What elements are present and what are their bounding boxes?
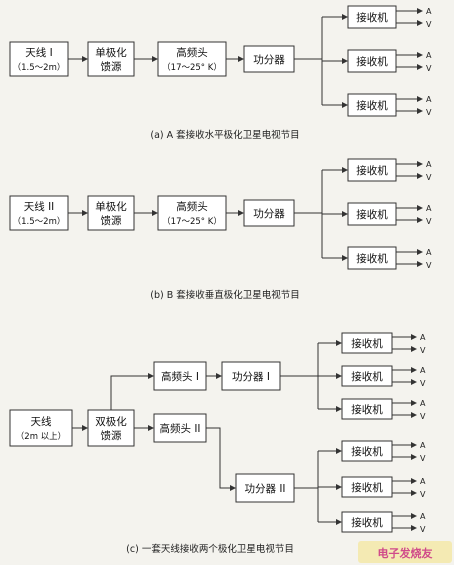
receiver-c-6: 接收机 A V <box>341 511 426 534</box>
output-a-2-v: V <box>426 64 432 73</box>
splitter1-label: 功分器 I <box>232 371 270 383</box>
receiver-b-1: 接收机 A V <box>347 158 432 182</box>
receiver-c-1: 接收机 A V <box>341 332 426 355</box>
output-a-3-v: V <box>426 108 432 117</box>
receiver-c-5-label: 接收机 <box>351 481 383 494</box>
output-c-4-a: A <box>420 441 426 450</box>
watermark-text: 电子发烧友 <box>378 546 433 560</box>
output-c-6-v: V <box>420 525 426 534</box>
feed-b-label1: 单极化 <box>95 200 127 213</box>
feed-b-box <box>87 195 135 231</box>
receiver-c-4-label: 接收机 <box>351 445 383 458</box>
splitter-b-box <box>243 199 295 227</box>
output-c-1-a: A <box>420 333 426 342</box>
splitter-b-label: 功分器 <box>253 208 285 220</box>
lnb-a-temp: （17～25° K） <box>162 62 222 73</box>
diagram-a: 天线 I （1.5～2m） 单极化 馈源 高频头 （17～25° K） 功分器 … <box>9 5 432 141</box>
lnb-a-box <box>157 41 227 77</box>
output-a-3-a: A <box>426 95 432 104</box>
antenna-c-label: 天线 <box>31 415 52 428</box>
splitter2-label: 功分器 II <box>244 483 285 495</box>
receiver-c-1-label: 接收机 <box>351 337 383 350</box>
output-c-5-a: A <box>420 477 426 486</box>
lnb2-label: 高频头 II <box>159 422 200 435</box>
splitter-a-label: 功分器 <box>253 54 285 66</box>
output-b-3-a: A <box>426 248 432 257</box>
feed-a-label2: 馈源 <box>101 60 122 73</box>
output-b-1-v: V <box>426 173 432 182</box>
output-b-3-v: V <box>426 261 432 270</box>
output-a-1-a: A <box>426 7 432 16</box>
lnb1-label: 高频头 I <box>161 370 199 383</box>
caption-b: (b) B 套接收垂直极化卫星电视节目 <box>150 289 300 301</box>
receiver-c-2-label: 接收机 <box>351 370 383 383</box>
watermark-logo: 电子发烧友 <box>358 541 452 563</box>
antenna-b-box <box>9 195 69 231</box>
receiver-a-1: 接收机 A V <box>347 5 432 29</box>
lnb-a-label: 高频头 <box>176 46 208 59</box>
caption-a: (a) A 套接收水平极化卫星电视节目 <box>150 129 299 141</box>
receiver-b-2-label: 接收机 <box>356 208 388 221</box>
output-c-2-a: A <box>420 366 426 375</box>
receiver-c-5: 接收机 A V <box>341 476 426 499</box>
feed-a-label1: 单极化 <box>95 46 127 59</box>
lnb-b-label: 高频头 <box>176 200 208 213</box>
lnb-b-box <box>157 195 227 231</box>
antenna-a-label: 天线 I <box>25 46 52 59</box>
output-c-3-v: V <box>420 412 426 421</box>
output-c-4-v: V <box>420 454 426 463</box>
lnb-b-temp: （17～25° K） <box>162 216 222 227</box>
receiver-a-2-label: 接收机 <box>356 55 388 68</box>
feed-a-box <box>87 41 135 77</box>
receiver-b-2: 接收机 A V <box>347 202 432 226</box>
feed-c-label2: 馈源 <box>101 429 122 442</box>
diagram-c: 天线 （2m 以上） 双极化 馈源 高频头 I 高频头 II 功分器 I 功分器… <box>9 332 426 555</box>
antenna-a-box <box>9 41 69 77</box>
receiver-c-2: 接收机 A V <box>341 365 426 388</box>
receiver-b-3: 接收机 A V <box>347 246 432 270</box>
antenna-b-size: （1.5～2m） <box>13 216 66 227</box>
lnb2-box <box>153 413 207 443</box>
feed-b-label2: 馈源 <box>101 214 122 227</box>
antenna-b-label: 天线 II <box>24 200 55 213</box>
receiver-b-3-label: 接收机 <box>356 252 388 265</box>
output-c-5-v: V <box>420 490 426 499</box>
antenna-a-size: （1.5～2m） <box>13 62 66 73</box>
receiver-c-4: 接收机 A V <box>341 440 426 463</box>
output-c-2-v: V <box>420 379 426 388</box>
antenna-c-size: （2m 以上） <box>16 431 66 442</box>
receiver-b-1-label: 接收机 <box>356 164 388 177</box>
receiver-a-2: 接收机 A V <box>347 49 432 73</box>
feed-c-label1: 双极化 <box>95 415 127 428</box>
caption-c: (c) 一套天线接收两个极化卫星电视节目 <box>126 543 294 555</box>
diagram-b: 天线 II （1.5～2m） 单极化 馈源 高频头 （17～25° K） 功分器… <box>9 158 432 301</box>
output-c-3-a: A <box>420 399 426 408</box>
output-a-1-v: V <box>426 20 432 29</box>
receiver-a-3-label: 接收机 <box>356 99 388 112</box>
receiver-c-6-label: 接收机 <box>351 516 383 529</box>
receiver-c-3-label: 接收机 <box>351 403 383 416</box>
output-b-2-a: A <box>426 204 432 213</box>
receiver-a-3: 接收机 A V <box>347 93 432 117</box>
output-b-2-v: V <box>426 217 432 226</box>
output-b-1-a: A <box>426 160 432 169</box>
output-a-2-a: A <box>426 51 432 60</box>
output-c-6-a: A <box>420 512 426 521</box>
receiver-c-3: 接收机 A V <box>341 398 426 421</box>
output-c-1-v: V <box>420 346 426 355</box>
receiver-a-1-label: 接收机 <box>356 11 388 24</box>
